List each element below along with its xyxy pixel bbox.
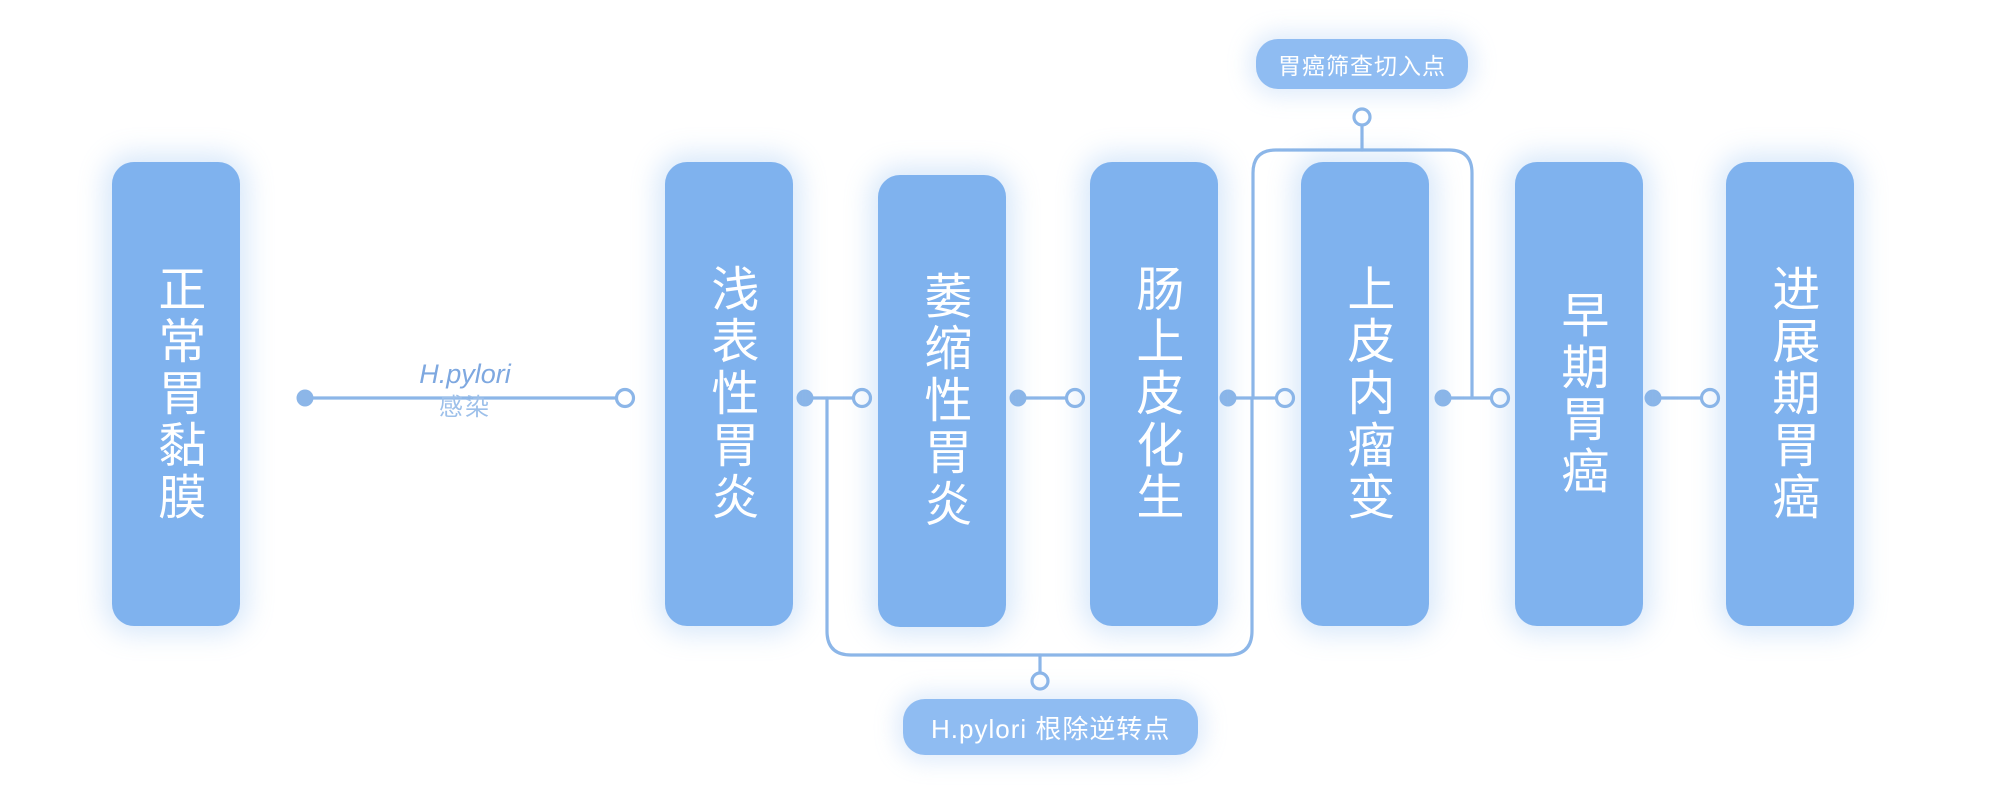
edge-label-cjk: 感染 [439,394,491,422]
node-label: 萎缩性胃炎 [916,271,970,531]
connector-ring-hollow-1 [614,387,636,409]
node-label: 浅表性胃炎 [703,264,757,524]
connector-dot-filled-4 [1219,389,1237,407]
connector-dot-filled-6 [1644,389,1662,407]
node-intraepithelial-neoplasia[interactable]: 上皮内瘤变 [1301,162,1429,626]
connector-ring-hollow-4 [1274,387,1296,409]
edge-label-hpylori-infection: H.pylori 感染 [375,356,555,425]
connector-dot-filled-1 [296,389,314,407]
badge-label: H.pylori 根除逆转点 [931,713,1171,744]
connector-dot-filled-2 [796,389,814,407]
badge-screening-entry-point[interactable]: 胃癌筛查切入点 [1256,39,1468,89]
badge-label: 胃癌筛查切入点 [1278,53,1446,79]
connector-ring-hollow-3 [1064,387,1086,409]
connector-dot-filled-3 [1009,389,1027,407]
node-intestinal-metaplasia[interactable]: 肠上皮化生 [1090,162,1218,626]
node-superficial-gastritis[interactable]: 浅表性胃炎 [665,162,793,626]
node-label: 进展期胃癌 [1764,264,1818,524]
screening-anchor-ring [1352,107,1372,127]
node-atrophic-gastritis[interactable]: 萎缩性胃炎 [878,175,1006,627]
connector-ring-hollow-5 [1489,387,1511,409]
connector-ring-hollow-2 [851,387,873,409]
node-advanced-gastric-cancer[interactable]: 进展期胃癌 [1726,162,1854,626]
badge-hpylori-eradication-reversal[interactable]: H.pylori 根除逆转点 [903,699,1199,755]
node-label: 正常胃黏膜 [150,264,204,524]
edge-label-latin: H.pylori [419,359,511,389]
node-label: 上皮内瘤变 [1339,264,1393,524]
node-early-gastric-cancer[interactable]: 早期胃癌 [1515,162,1643,626]
node-normal-mucosa[interactable]: 正常胃黏膜 [112,162,240,626]
connector-dot-filled-5 [1434,389,1452,407]
node-label: 早期胃癌 [1553,290,1607,498]
node-label: 肠上皮化生 [1128,264,1182,524]
reversal-anchor-ring [1030,671,1050,691]
connector-ring-hollow-6 [1699,387,1721,409]
